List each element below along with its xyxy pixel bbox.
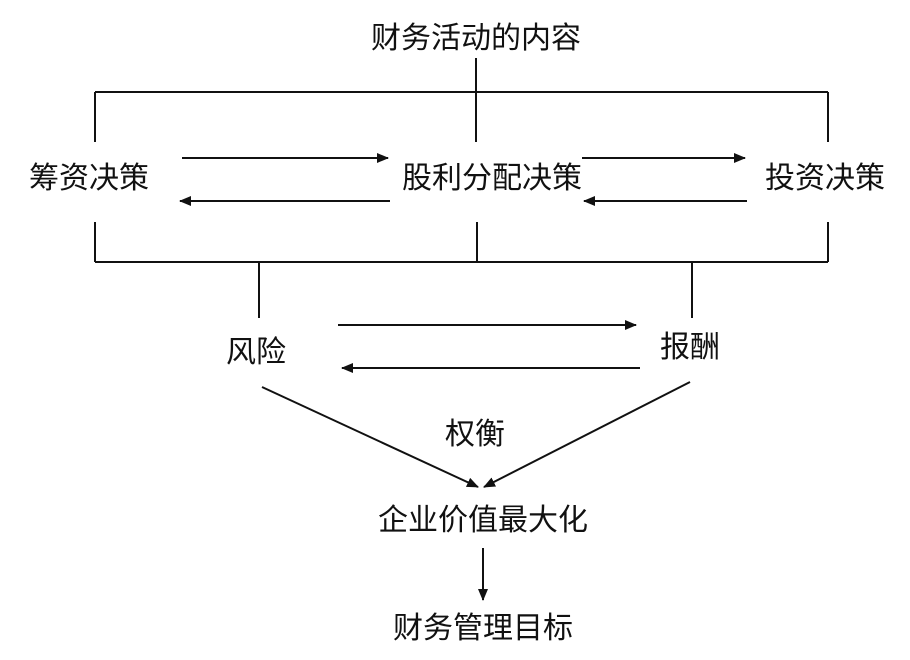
decision-arrows <box>179 153 747 206</box>
upper-bracket <box>94 58 829 142</box>
arrow-return-to-value <box>483 381 691 488</box>
converging-arrows <box>261 381 691 488</box>
goal-label: 财务管理目标 <box>393 611 573 646</box>
tradeoff-label: 权衡 <box>445 417 505 452</box>
top-title: 财务活动的内容 <box>371 21 581 56</box>
value-maximization-label: 企业价值最大化 <box>378 503 588 538</box>
lower-bracket <box>94 222 829 318</box>
risk-label: 风险 <box>226 335 286 370</box>
financing-decision-label: 筹资决策 <box>29 161 149 196</box>
arrow-risk-to-value <box>261 386 479 488</box>
risk-return-arrows <box>338 320 640 373</box>
investment-decision-label: 投资决策 <box>765 161 885 196</box>
dividend-decision-label: 股利分配决策 <box>402 161 582 196</box>
return-label: 报酬 <box>660 330 720 365</box>
